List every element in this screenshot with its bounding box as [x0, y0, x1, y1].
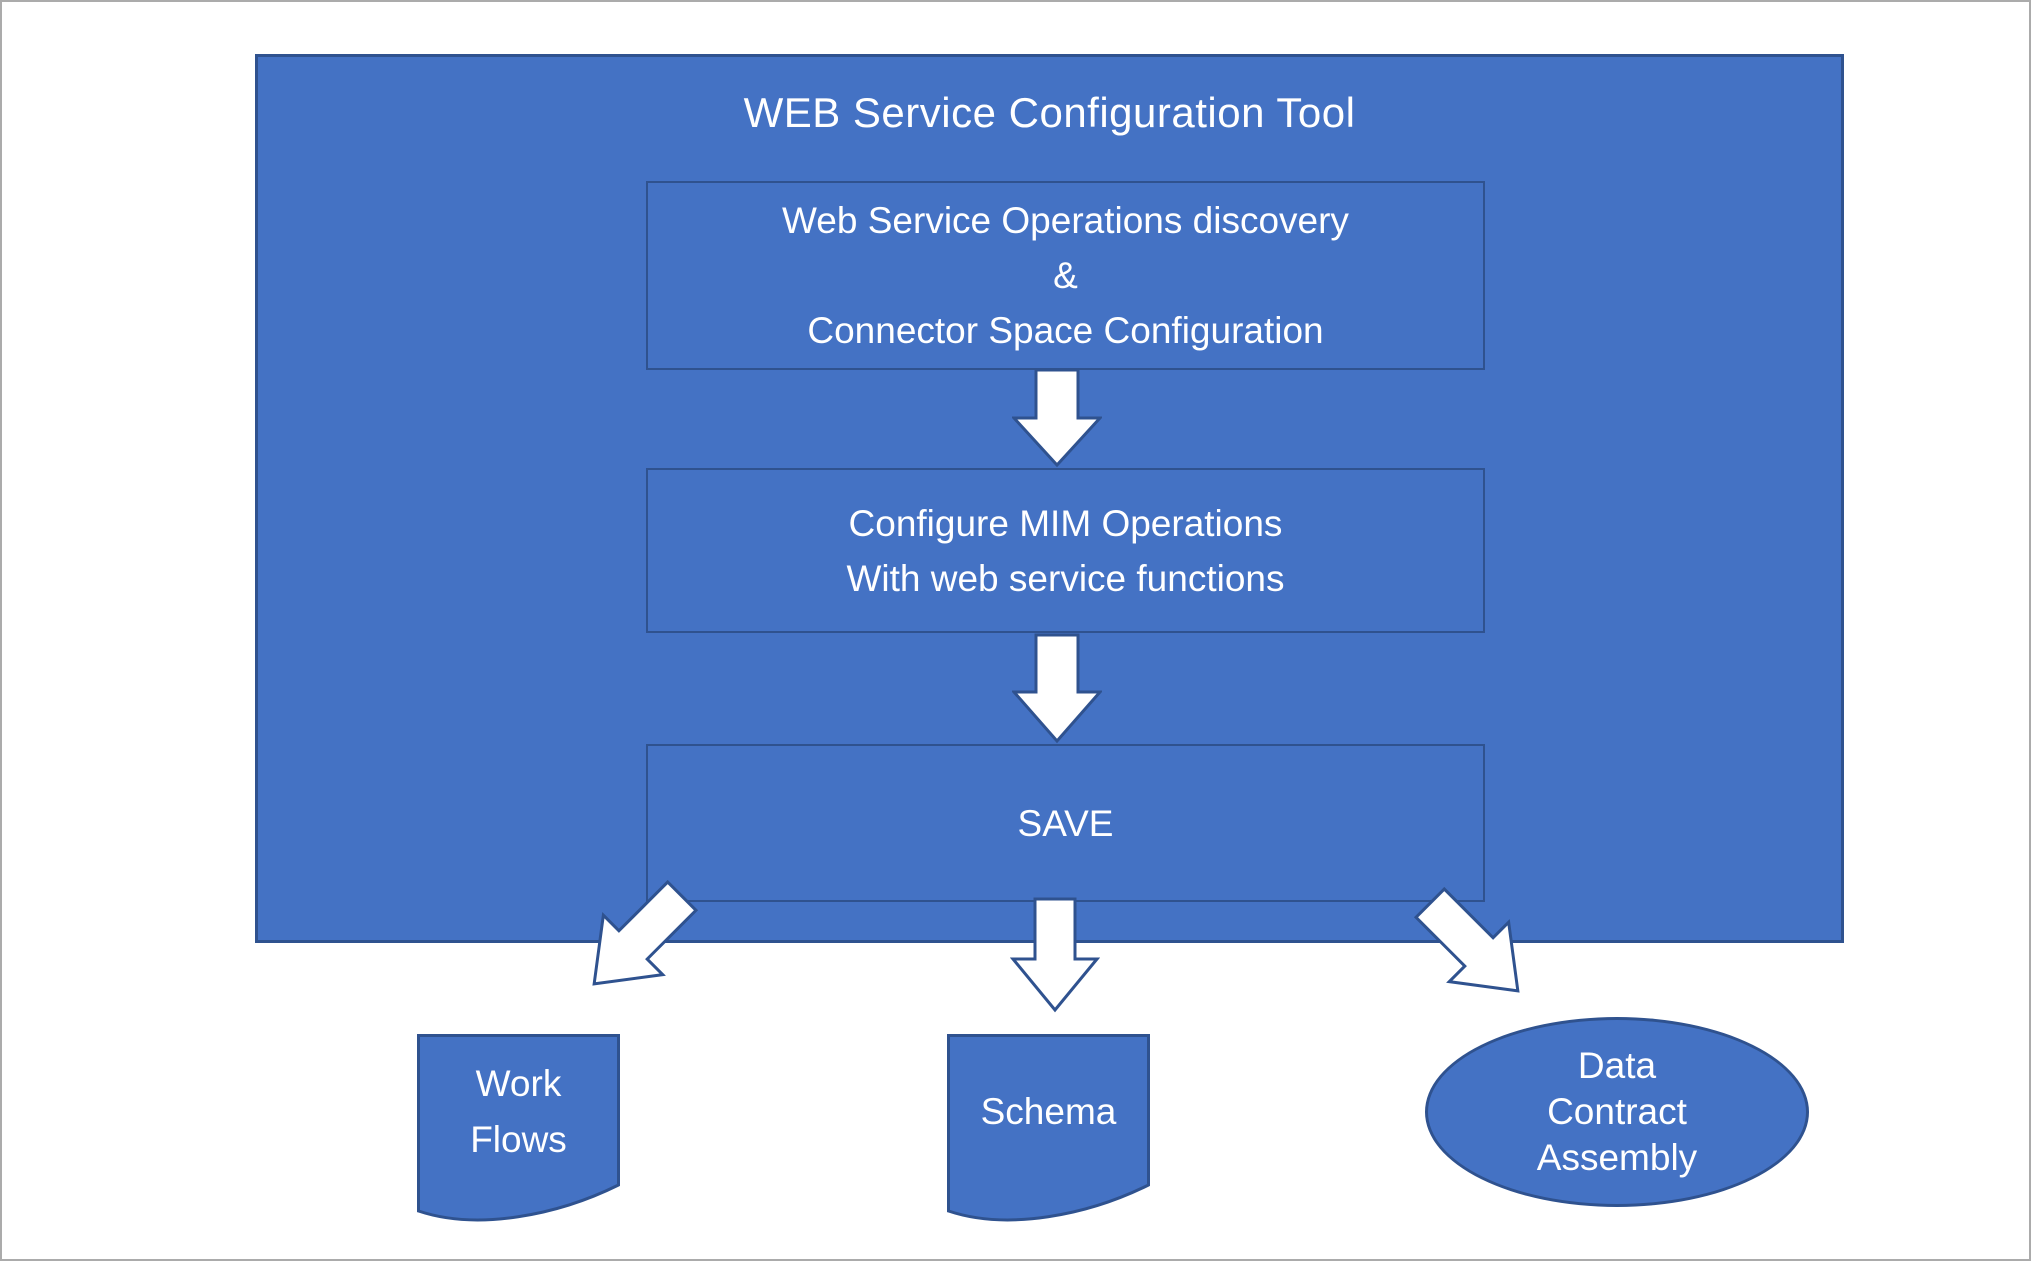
node-save: SAVE — [646, 744, 1485, 902]
web-service-config-tool-container: WEB Service Configuration Tool Web Servi… — [255, 54, 1844, 943]
output-schema-shape: Schema — [947, 1034, 1150, 1230]
output-data-contract-assembly-label: Data Contract Assembly — [1536, 1045, 1698, 1178]
down-left-arrow-icon — [592, 879, 699, 986]
node-configure-mim-operations-label: Configure MIM Operations With web servic… — [846, 502, 1285, 599]
down-arrow-icon — [1010, 897, 1100, 1013]
diagram-title: WEB Service Configuration Tool — [743, 89, 1356, 136]
output-workflows-shape: Work Flows — [417, 1034, 620, 1230]
output-data-contract-assembly-shape: Data Contract Assembly — [1425, 1017, 1809, 1207]
output-workflows-label: Work Flows — [470, 1063, 567, 1160]
output-schema-label: Schema — [980, 1091, 1117, 1132]
down-right-arrow-icon — [1413, 886, 1520, 993]
node-operations-discovery: Web Service Operations discovery & Conne… — [646, 181, 1485, 370]
node-configure-mim-operations: Configure MIM Operations With web servic… — [646, 468, 1485, 633]
wave-document-icon — [417, 1034, 620, 1222]
wave-document-icon — [947, 1034, 1150, 1222]
node-save-label: SAVE — [1017, 802, 1114, 844]
down-arrow-icon — [1012, 368, 1102, 468]
down-arrow-icon — [1012, 633, 1102, 744]
node-operations-discovery-label: Web Service Operations discovery & Conne… — [782, 200, 1349, 351]
